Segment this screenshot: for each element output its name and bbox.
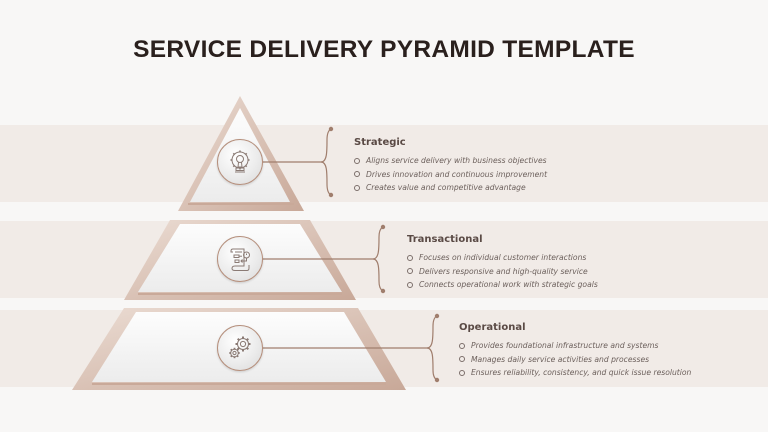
brace-dot	[380, 288, 386, 294]
bullet-circle-icon	[407, 268, 413, 275]
bullet-circle-icon	[459, 369, 465, 376]
band-transactional	[0, 221, 768, 298]
brace-dot	[328, 192, 334, 198]
list-item: Creates value and competitive advantage	[354, 181, 547, 195]
gears-icon	[229, 336, 251, 359]
bullet-circle-icon	[459, 356, 465, 363]
brace-operational-top	[426, 315, 438, 349]
document-flow-icon	[230, 248, 250, 271]
list-item: Aligns service delivery with business ob…	[354, 154, 547, 168]
brace-dot	[380, 224, 386, 230]
gear-trophy-icon	[230, 150, 250, 173]
list-item: Drives innovation and continuous improve…	[354, 168, 547, 182]
list-item: Provides foundational infrastructure and…	[459, 339, 691, 353]
brace-operational-bottom	[426, 347, 438, 381]
page-title: SERVICE DELIVERY PYRAMID TEMPLATE	[133, 36, 635, 63]
brace-strategic-bottom	[320, 161, 332, 196]
brace-transactional-top	[372, 226, 384, 260]
brace-strategic-top	[320, 128, 332, 163]
brace-transactional-bottom	[372, 258, 384, 292]
strategic-icon-badge	[217, 139, 263, 185]
level-strategic: Strategic Aligns service delivery with b…	[354, 137, 547, 195]
brace-dot	[434, 377, 440, 383]
level-title: Transactional	[407, 234, 483, 245]
brace-dot	[434, 313, 440, 319]
list-item: Ensures reliability, consistency, and qu…	[459, 366, 691, 380]
transactional-icon-badge	[217, 236, 263, 282]
list-item: Focuses on individual customer interacti…	[407, 251, 598, 265]
level-operational: Operational Provides foundational infras…	[459, 322, 691, 380]
bullet-circle-icon	[407, 254, 413, 261]
band-strategic	[0, 125, 768, 202]
bullet-circle-icon	[354, 171, 360, 178]
level-title: Operational	[459, 322, 526, 333]
bullet-circle-icon	[407, 281, 413, 288]
brace-dot	[328, 126, 334, 132]
level-transactional: Transactional Focuses on individual cust…	[407, 234, 598, 292]
bullet-circle-icon	[354, 184, 360, 191]
list-item: Delivers responsive and high-quality ser…	[407, 265, 598, 279]
bullet-circle-icon	[459, 342, 465, 349]
bullet-circle-icon	[354, 157, 360, 164]
list-item: Connects operational work with strategic…	[407, 278, 598, 292]
level-title: Strategic	[354, 137, 406, 148]
operational-icon-badge	[217, 325, 263, 371]
list-item: Manages daily service activities and pro…	[459, 353, 691, 367]
